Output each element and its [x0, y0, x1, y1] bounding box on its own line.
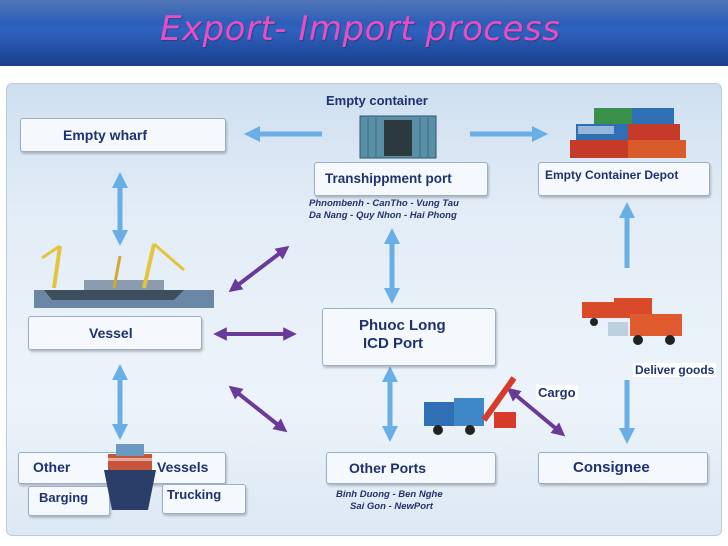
ship-image [104, 444, 156, 510]
header-shine [0, 0, 728, 24]
transhipment-port-label: Transhippment port [325, 171, 452, 186]
empty-wharf-label: Empty wharf [63, 127, 148, 143]
container-stack-image [570, 108, 686, 158]
icd-port-label-line2: ICD Port [363, 335, 423, 352]
arrow-vessel-otherports [228, 385, 288, 433]
barging-label: Barging [39, 490, 89, 505]
trucking-label: Trucking [167, 487, 222, 502]
transhipment-port-box: Transhippment port [314, 162, 488, 196]
cargo-crane-image [424, 376, 517, 435]
icd-port-label-line1: Phuoc Long [359, 317, 446, 334]
vessels-label: Vessels [157, 459, 209, 475]
empty-container-depot-label: Empty Container Depot [545, 168, 679, 182]
other-ports-note-2: Sai Gon - NewPort [350, 501, 433, 512]
trucks-image [582, 298, 682, 345]
empty-container-depot-box: Empty Container Depot [538, 162, 710, 196]
arrow-vessel-transhipment [228, 245, 290, 293]
empty-container-image [359, 115, 437, 159]
other-ports-box: Other Ports [326, 452, 496, 484]
transhipment-note-2: Da Nang - Quy Nhon - Hai Phong [309, 210, 457, 221]
empty-wharf-box: Empty wharf [20, 118, 226, 152]
other-label: Other [33, 459, 71, 475]
deliver-goods-label: Deliver goods [633, 363, 717, 377]
vessel-box: Vessel [28, 316, 202, 350]
consignee-box: Consignee [538, 452, 708, 484]
barging-box: Barging [28, 486, 110, 516]
consignee-label: Consignee [573, 459, 650, 476]
page-title: Export- Import process [160, 9, 561, 49]
header-bar: Export- Import process [0, 0, 728, 66]
icd-port-box: Phuoc Long ICD Port [322, 308, 496, 366]
other-ports-label: Other Ports [349, 460, 427, 476]
cargo-label: Cargo [536, 385, 578, 400]
vessel-label: Vessel [89, 325, 133, 341]
transhipment-note-1: Phnombenh - CanTho - Vung Tau [309, 198, 459, 209]
empty-container-label: Empty container [326, 93, 428, 108]
other-ports-note-1: Binh Duong - Ben Nghe [336, 489, 443, 500]
trucking-box: Trucking [162, 484, 246, 514]
port-cranes-image [34, 242, 214, 308]
arrow-cargo-consignee [506, 387, 566, 437]
